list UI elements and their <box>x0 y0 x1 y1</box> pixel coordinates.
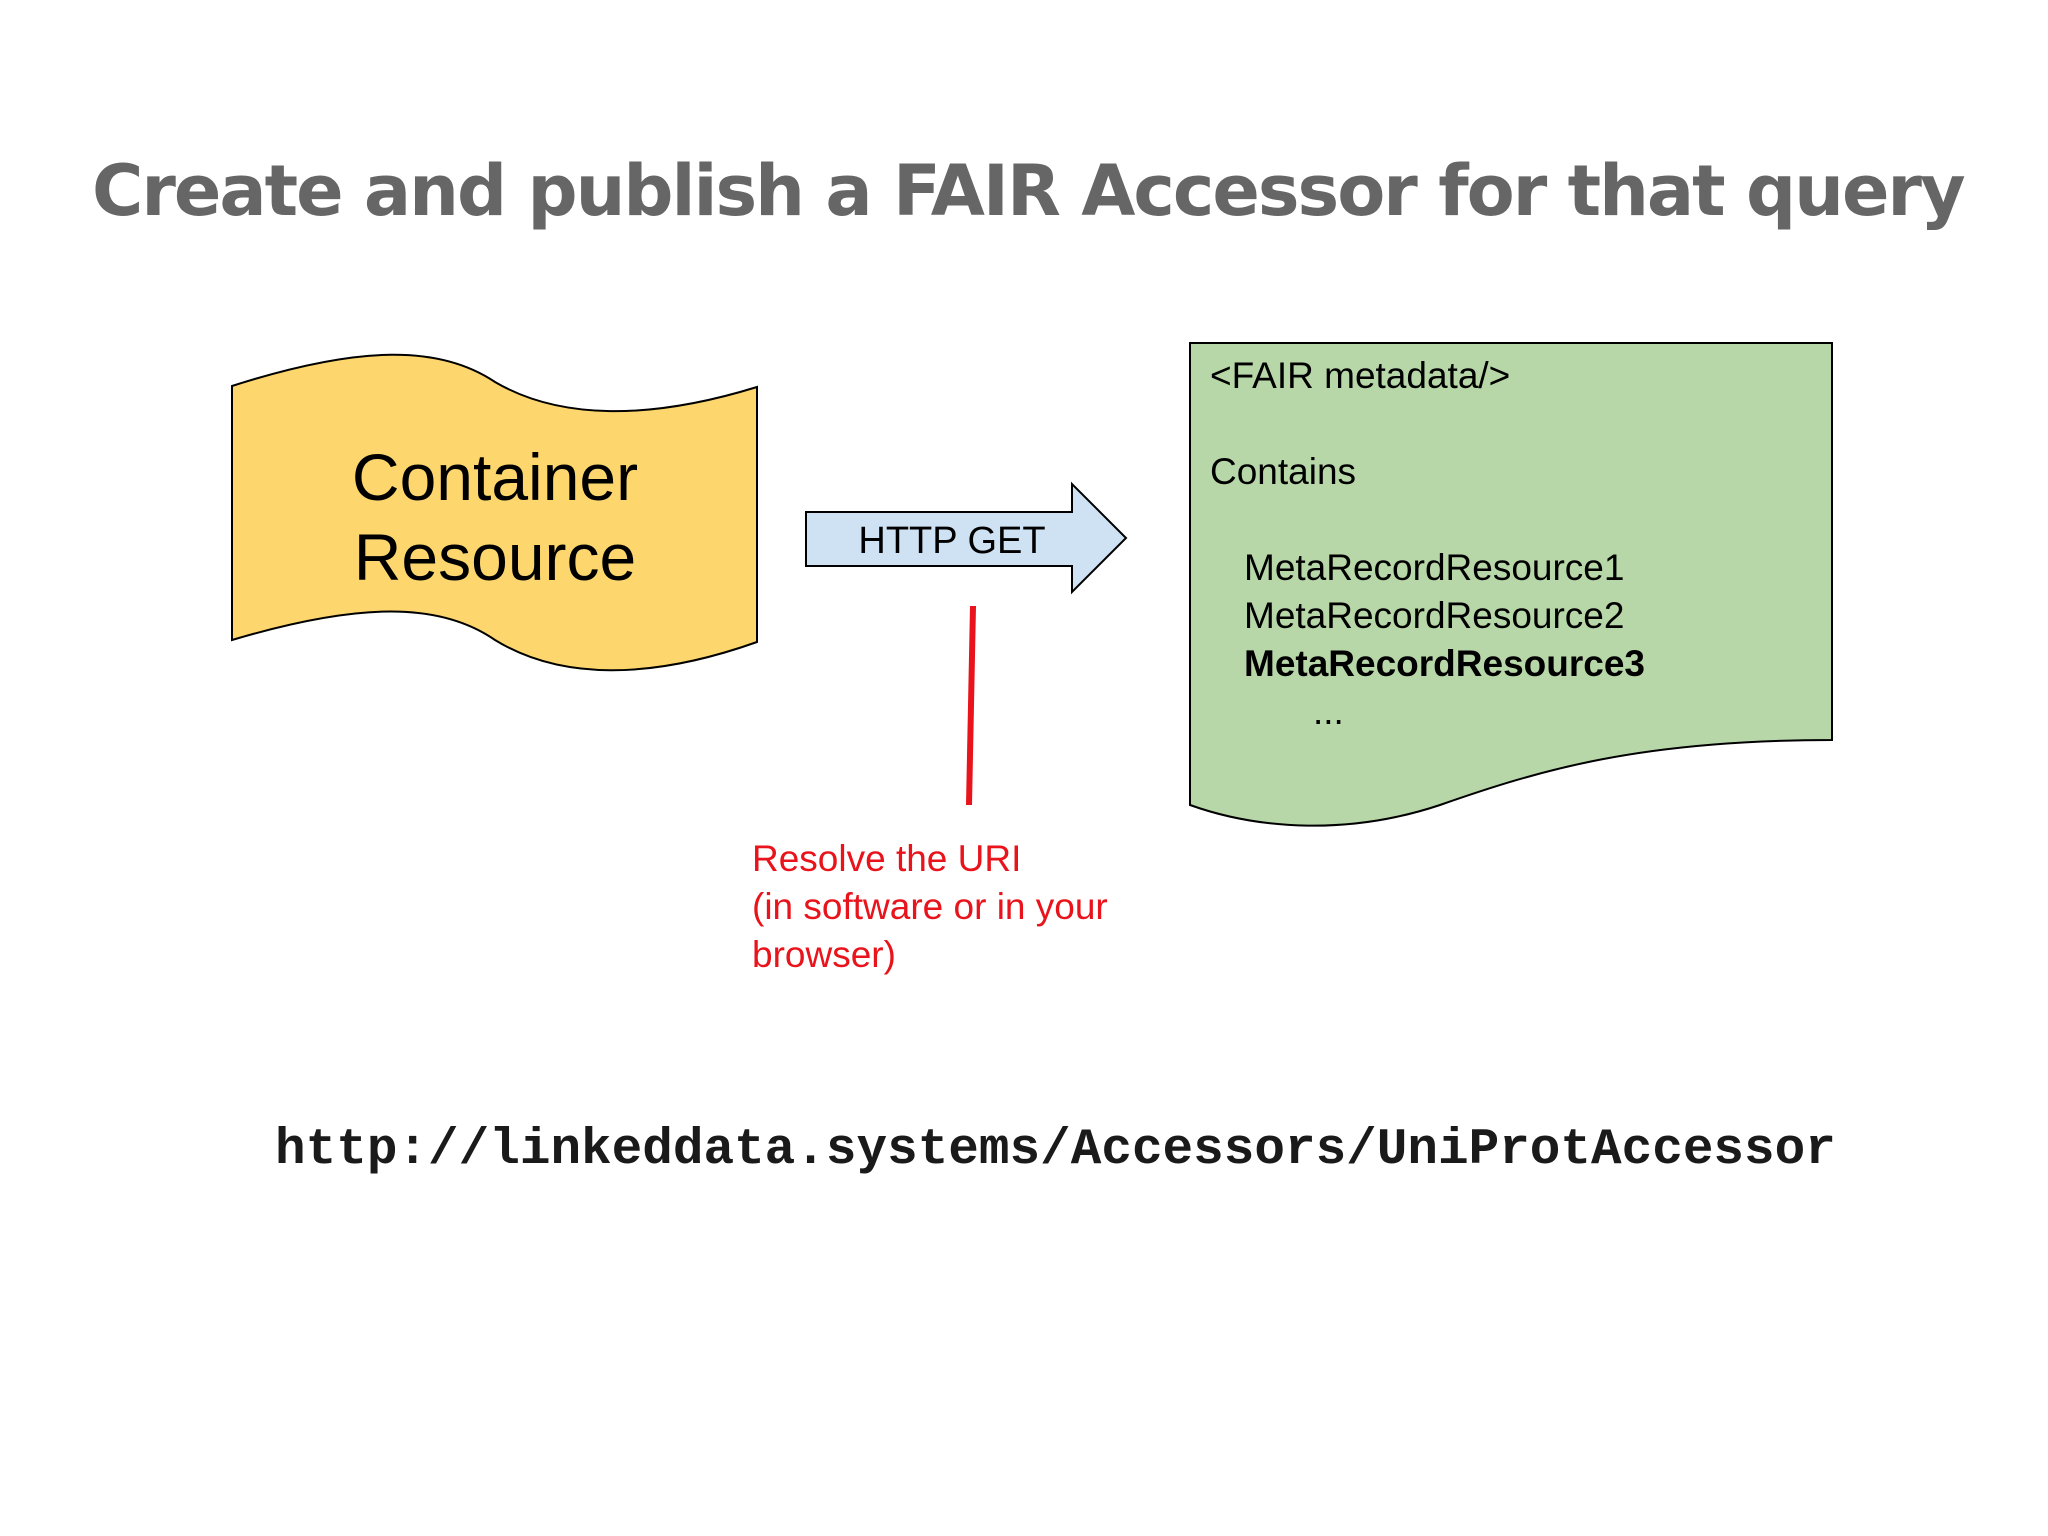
resolve-annotation-line2: (in software or in your <box>752 886 1108 927</box>
meta-record-item-2: MetaRecordResource2 <box>1244 595 1624 636</box>
resolve-annotation-line1: Resolve the URI <box>752 838 1021 879</box>
slide-title: Create and publish a FAIR Accessor for t… <box>92 150 1966 232</box>
resolve-annotation-line <box>966 605 976 806</box>
container-resource-label-line1: Container <box>352 440 638 514</box>
meta-record-item-1: MetaRecordResource1 <box>1244 547 1624 588</box>
fair-metadata-header: <FAIR metadata/> <box>1210 355 1510 396</box>
meta-record-item-3: MetaRecordResource3 <box>1244 643 1645 684</box>
meta-record-ellipsis: ... <box>1313 691 1344 732</box>
resolve-annotation-line3: browser) <box>752 934 896 975</box>
http-get-arrow-shape <box>805 481 1128 595</box>
container-resource-shape <box>231 353 758 672</box>
fair-metadata-document: <FAIR metadata/> Contains MetaRecordReso… <box>1189 342 1833 827</box>
http-get-label: HTTP GET <box>858 520 1045 562</box>
contains-label: Contains <box>1210 451 1356 492</box>
container-resource: Container Resource <box>231 353 758 672</box>
resolve-annotation: Resolve the URI (in software or in your … <box>752 838 1108 975</box>
container-resource-label-line2: Resource <box>354 520 636 594</box>
accessor-url[interactable]: http://linkeddata.systems/Accessors/UniP… <box>275 1122 1836 1179</box>
fair-metadata-document-shape <box>1189 342 1833 827</box>
http-get-arrow: HTTP GET <box>805 481 1128 595</box>
